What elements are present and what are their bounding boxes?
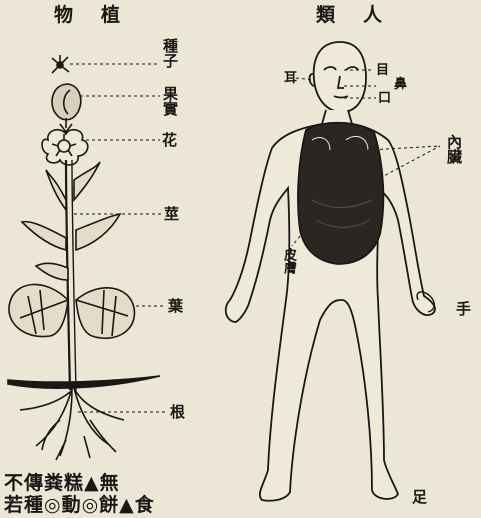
roots: [20, 388, 124, 460]
flower-icon: [42, 130, 88, 165]
ear-label: 耳: [284, 72, 297, 85]
leaf-label: 葉: [168, 299, 183, 314]
flower-label: 花: [162, 133, 177, 148]
plant-heading: 物植: [54, 6, 148, 25]
organs-region: [298, 123, 383, 264]
leaf-mid-right: [76, 214, 120, 250]
human-drawing: [226, 42, 440, 501]
nose-label: 鼻: [394, 78, 407, 91]
plant-drawing: [8, 55, 168, 460]
seed-label: 種子: [162, 38, 177, 68]
caption-line-2: 若種◎動◎餅▲食: [4, 494, 155, 516]
fruit-icon: [52, 84, 81, 132]
skin-label: 皮膚: [282, 248, 295, 274]
fruit-label: 果實: [162, 86, 177, 116]
root-label: 根: [170, 405, 185, 420]
leaf-upper-left: [46, 170, 66, 210]
ground-line: [8, 376, 160, 388]
organs-label: 內臟: [446, 134, 461, 164]
leaf-big-right: [76, 288, 134, 338]
human-heading: 類人: [316, 6, 410, 25]
eye-label: 目: [376, 64, 389, 77]
stem-label: 莖: [164, 207, 179, 222]
foot-label: 足: [412, 490, 427, 505]
caption-line-1: 不傳粪糕▲無: [4, 472, 120, 494]
leaf-lower-left-small: [36, 263, 68, 280]
leaf-mid-left: [22, 222, 66, 250]
hand-label: 手: [456, 302, 471, 317]
leaf-upper-right: [74, 162, 100, 200]
mouth-label: 口: [378, 92, 391, 105]
seed-icon: [52, 55, 69, 73]
